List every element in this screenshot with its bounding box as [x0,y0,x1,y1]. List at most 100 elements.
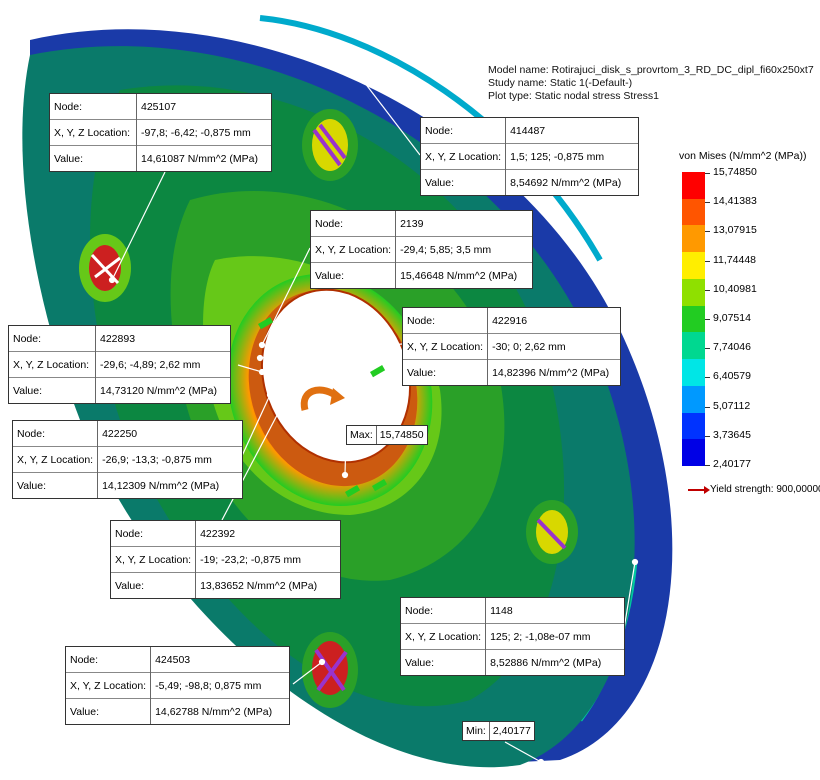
probe-box[interactable]: Node:422392 X, Y, Z Location:-19; -23,2;… [110,520,342,599]
probe-box[interactable]: Node:422250 X, Y, Z Location:-26,9; -13,… [12,420,244,499]
legend-swatch [682,225,705,253]
min-label: Min: [466,725,486,737]
probe-node-label: Node: [13,421,99,447]
probe-value-label: Value: [421,169,507,195]
rotation-arrow-icon [300,386,337,411]
probe-location-label: X, Y, Z Location: [66,672,152,699]
bolt-hole-left [79,234,131,302]
legend-value: 10,40981 [713,282,757,295]
bolt-hole-right [526,500,578,564]
legend-tick [705,465,710,466]
legend-tick [705,231,710,233]
study-name: Study name: Static 1(-Default-) [488,77,633,89]
probe-node-label: Node: [403,308,489,334]
probe-box[interactable]: Node:422916 X, Y, Z Location:-30; 0; 2,6… [402,307,622,386]
legend-value: 7,74046 [713,341,751,354]
legend-swatch [682,439,705,467]
max-label: Max: [350,429,373,441]
probe-location-value: -5,49; -98,8; 0,875 mm [150,672,290,699]
legend-tick [705,435,710,437]
legend-tick [705,260,710,262]
probe-node-value: 422893 [100,332,136,345]
probe-box[interactable]: Node:422893 X, Y, Z Location:-29,6; -4,8… [8,325,231,404]
probe-stress-value: 8,52886 N/mm^2 (MPa) [485,649,625,675]
legend-swatch [682,385,705,413]
probe-location-label: X, Y, Z Location: [111,546,197,573]
probe-node-value: 422916 [492,314,528,327]
probe-stress-value: 15,46648 N/mm^2 (MPa) [395,262,533,288]
legend-swatch [682,172,705,199]
legend-title: von Mises (N/mm^2 (MPa)) [679,150,807,162]
legend-value: 9,07514 [713,312,751,324]
yield-strength: Yield strength: 900,00000 [688,484,820,495]
probe-location-label: X, Y, Z Location: [13,446,99,473]
legend-value: 14,41383 [713,195,757,208]
legend-value: 2,40177 [713,458,751,470]
probe-value-label: Value: [13,472,99,498]
max-tag[interactable]: Max: 15,74850 [346,425,428,445]
model-name: Model name: Rotirajuci_disk_s_provrtom_3… [488,64,814,76]
probe-node-label: Node: [421,118,507,144]
bolt-hole-top [302,109,358,181]
probe-location-value: -30; 0; 2,62 mm [487,333,621,360]
study-header: Model name: Rotirajuci_disk_s_provrtom_3… [488,64,814,103]
legend-swatch [682,278,705,306]
legend-colorbar [682,172,705,467]
probe-location-value: -97,8; -6,42; -0,875 mm [136,119,271,146]
probe-location-label: X, Y, Z Location: [421,143,507,170]
legend-tick [705,319,710,320]
bolt-holes [79,109,578,708]
probe-node-value: 1148 [490,604,513,617]
probe-node-label: Node: [401,598,487,624]
probe-location-value: -26,9; -13,3; -0,875 mm [97,446,243,473]
legend-value: 11,74448 [713,253,757,266]
probe-value-label: Value: [66,698,152,724]
probe-value-label: Value: [50,145,137,171]
legend-swatch [682,359,705,386]
probe-location-value: -19; -23,2; -0,875 mm [195,546,341,573]
probe-node-label: Node: [9,326,96,352]
probe-node-value: 425107 [141,100,177,113]
probe-stress-value: 14,73120 N/mm^2 (MPa) [95,377,230,403]
legend-tick [705,377,710,379]
probe-node-value: 422250 [102,427,138,440]
probe-location-value: -29,4; 5,85; 3,5 mm [395,236,533,263]
legend-tick [705,202,710,204]
plot-type: Plot type: Static nodal stress Stress1 [488,90,659,102]
legend-swatch [682,198,705,226]
probe-value-label: Value: [403,359,489,385]
min-tag[interactable]: Min: 2,40177 [462,721,535,741]
legend-value: 3,73645 [713,428,751,441]
probe-box[interactable]: Node:414487 X, Y, Z Location:1,5; 125; -… [420,117,640,196]
probe-value-label: Value: [9,377,96,403]
probe-location-value: 125; 2; -1,08e-07 mm [485,623,625,650]
legend-tick [705,289,710,291]
probe-stress-value: 14,82396 N/mm^2 (MPa) [487,359,621,385]
legend-swatch [682,332,705,360]
probe-value-label: Value: [401,649,487,675]
probe-stress-value: 14,12309 N/mm^2 (MPa) [97,472,243,498]
legend-value: 6,40579 [713,370,751,383]
probe-value-label: Value: [111,572,197,598]
probe-box[interactable]: Node:1148 X, Y, Z Location:125; 2; -1,08… [400,597,626,676]
probe-location-value: 1,5; 125; -0,875 mm [505,143,639,170]
probe-node-value: 2139 [400,217,424,230]
probe-stress-value: 14,62788 N/mm^2 (MPa) [150,698,290,724]
probe-location-label: X, Y, Z Location: [50,119,137,146]
legend-swatch [682,252,705,279]
bolt-hole-bottom [302,632,358,708]
probe-box[interactable]: Node:2139 X, Y, Z Location:-29,4; 5,85; … [310,210,534,289]
probe-box[interactable]: Node:424503 X, Y, Z Location:-5,49; -98,… [65,646,291,725]
probe-location-label: X, Y, Z Location: [401,623,487,650]
probe-box[interactable]: Node: 425107 X, Y, Z Location:-97,8; -6,4… [49,93,272,172]
yield-strength-label: Yield strength: 900,00000 [710,484,820,495]
probe-node-label: Node: [311,211,397,237]
probe-value-label: Value: [311,262,397,288]
probe-node-label: Node: [50,94,137,120]
legend-swatch [682,305,705,333]
legend-value: 13,07915 [713,224,757,237]
legend-swatch [682,412,705,440]
load-markers [258,317,388,498]
probe-stress-value: 13,83652 N/mm^2 (MPa) [195,572,341,598]
